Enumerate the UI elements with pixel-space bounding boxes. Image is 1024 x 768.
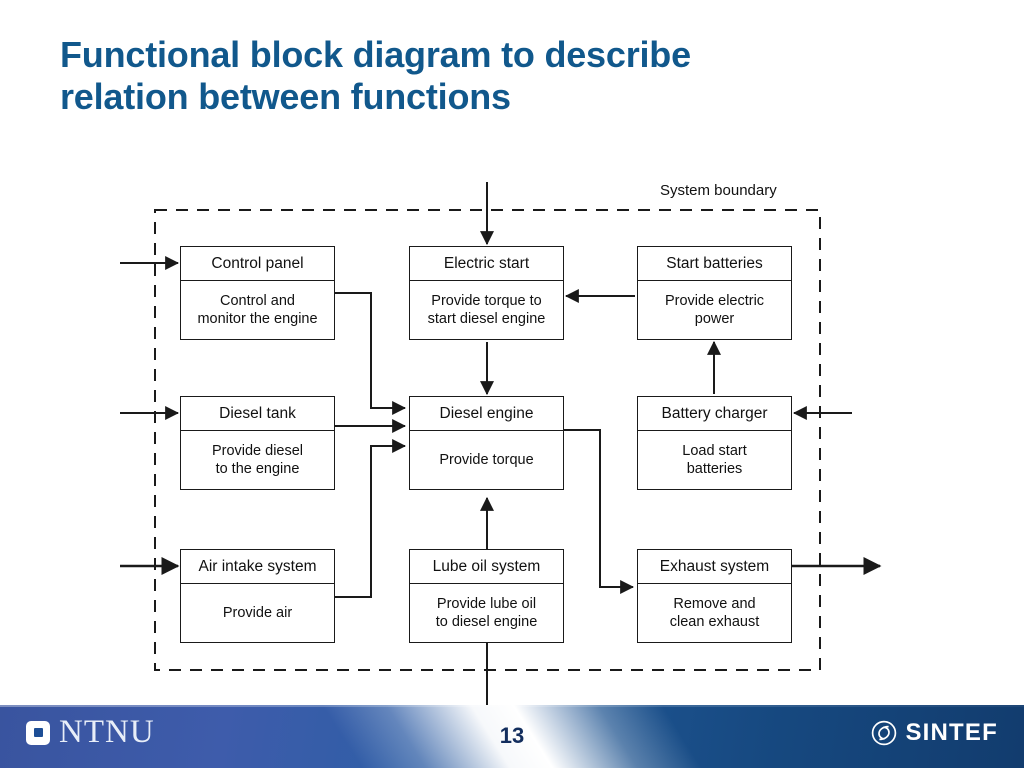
- ntnu-logo-text: NTNU: [59, 714, 155, 750]
- sintef-swirl-icon: [871, 720, 897, 746]
- block-function: Provide diesel to the engine: [211, 442, 304, 477]
- diagram-connector-layer: [120, 182, 882, 705]
- block-air-intake-system[interactable]: Air intake system Provide air: [180, 549, 335, 643]
- block-lube-oil-system[interactable]: Lube oil system Provide lube oil to dies…: [409, 549, 564, 643]
- block-title: Start batteries: [638, 247, 791, 281]
- block-function: Control and monitor the engine: [197, 292, 318, 327]
- block-exhaust-system[interactable]: Exhaust system Remove and clean exhaust: [637, 549, 792, 643]
- block-function: Remove and clean exhaust: [669, 595, 760, 630]
- page-title: Functional block diagram to describe rel…: [60, 34, 691, 117]
- slide-footer: [0, 705, 1024, 768]
- block-title: Exhaust system: [638, 550, 791, 584]
- block-title: Control panel: [181, 247, 334, 281]
- block-function: Provide torque: [439, 451, 534, 468]
- block-title: Electric start: [410, 247, 563, 281]
- connector-control-panel-to-diesel-engine: [335, 292, 407, 415]
- connector-diesel-engine-to-exhaust-system: [564, 429, 635, 594]
- block-title: Diesel engine: [410, 397, 563, 431]
- block-function: Provide electric power: [664, 292, 765, 327]
- block-title: Air intake system: [181, 550, 334, 584]
- block-function: Provide lube oil to diesel engine: [435, 595, 538, 630]
- block-diesel-engine[interactable]: Diesel engine Provide torque: [409, 396, 564, 490]
- ntnu-mark-inner-square: [33, 728, 43, 737]
- system-boundary-label: System boundary: [660, 182, 777, 199]
- ntnu-logo: NTNU: [26, 716, 155, 749]
- block-title: Battery charger: [638, 397, 791, 431]
- block-title: Diesel tank: [181, 397, 334, 431]
- connector-air-intake-to-diesel-engine: [335, 439, 407, 598]
- block-control-panel[interactable]: Control panel Control and monitor the en…: [180, 246, 335, 340]
- block-electric-start[interactable]: Electric start Provide torque to start d…: [409, 246, 564, 340]
- footer-gradient-streak: [0, 705, 1024, 768]
- block-function: Load start batteries: [682, 442, 747, 477]
- page-number: 13: [499, 723, 525, 748]
- block-function: Provide torque to start diesel engine: [427, 292, 546, 327]
- block-start-batteries[interactable]: Start batteries Provide electric power: [637, 246, 792, 340]
- ntnu-mark-icon: [26, 720, 50, 745]
- block-function: Provide air: [222, 604, 293, 621]
- functional-block-diagram: System boundary Control panel Control an…: [0, 160, 1024, 705]
- footer-top-edge: [0, 705, 1024, 707]
- sintef-logo-text: SINTEF: [905, 719, 998, 746]
- sintef-logo: SINTEF: [871, 720, 998, 746]
- block-title: Lube oil system: [410, 550, 563, 584]
- block-diesel-tank[interactable]: Diesel tank Provide diesel to the engine: [180, 396, 335, 490]
- block-battery-charger[interactable]: Battery charger Load start batteries: [637, 396, 792, 490]
